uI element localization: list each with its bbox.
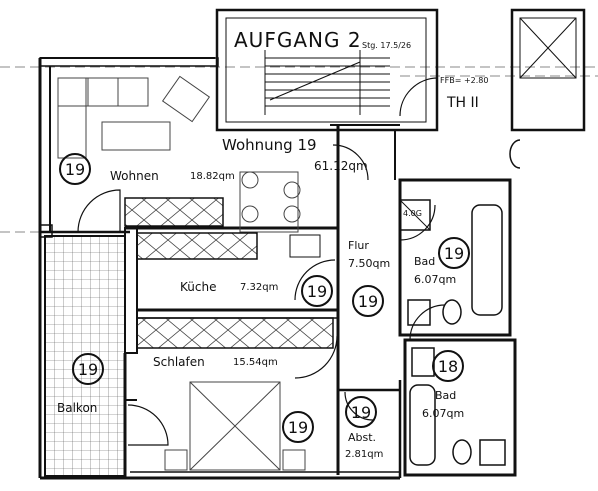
room-bad1-area: 6.07qm xyxy=(414,273,457,286)
room-flur-name: Flur xyxy=(348,239,369,252)
room-kueche-name: Küche xyxy=(180,280,217,294)
marker-wohnen: 19 xyxy=(59,153,91,185)
kitchen-upper-cabinets xyxy=(124,197,224,227)
room-abst-name: Abst. xyxy=(348,431,377,444)
room-bad2-area: 6.07qm xyxy=(422,407,465,420)
marker-balkon: 19 xyxy=(72,353,104,385)
marker-kueche: 19 xyxy=(301,275,333,307)
room-abst-area: 2.81qm xyxy=(345,449,384,460)
kitchen-counter xyxy=(136,232,258,260)
bed xyxy=(164,381,306,471)
bath-fixtures xyxy=(407,204,506,466)
apartment-name: Wohnung 19 xyxy=(222,136,317,154)
kitchen-stove xyxy=(289,234,321,258)
room-wohnen-area: 18.82qm xyxy=(190,171,235,182)
ffb-label: FFB= +2.80 xyxy=(440,76,489,85)
room-bad2-name: Bad xyxy=(435,389,457,402)
room-balkon-name: Balkon xyxy=(57,401,98,415)
shaft-label: 4.0G xyxy=(403,209,422,218)
stair-note: Stg. 17.5/26 xyxy=(362,41,412,50)
marker-schlafen: 19 xyxy=(282,411,314,443)
marker-bad1: 19 xyxy=(438,237,470,269)
partial-circle xyxy=(509,139,521,169)
apartment-area: 61.12qm xyxy=(314,159,368,173)
aufgang-label: AUFGANG 2 xyxy=(234,28,362,52)
room-bad1-name: Bad xyxy=(414,255,436,268)
room-schlafen-name: Schlafen xyxy=(153,355,205,369)
marker-bad2: 18 xyxy=(432,350,464,382)
level-label: TH II xyxy=(447,95,479,111)
stair-steps xyxy=(264,50,390,115)
room-flur-area: 7.50qm xyxy=(348,257,391,270)
marker-flur: 19 xyxy=(352,285,384,317)
room-kueche-area: 7.32qm xyxy=(240,282,279,293)
room-wohnen-name: Wohnen xyxy=(110,169,159,183)
room-schlafen-area: 15.54qm xyxy=(233,357,278,368)
marker-abst: 19 xyxy=(345,396,377,428)
wardrobe xyxy=(136,317,334,349)
